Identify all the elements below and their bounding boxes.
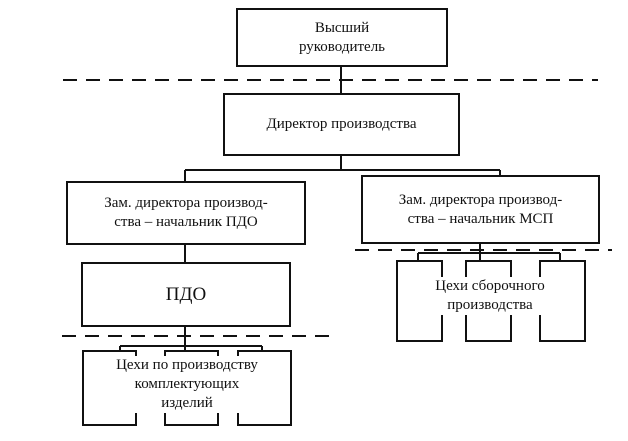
production-director-box: Директор производства (223, 93, 460, 156)
assembly-shops-label: Цехи сборочного производства (410, 277, 570, 315)
top-manager-box: Высший руководитель (236, 8, 448, 67)
deputy-pdo-box: Зам. директора производ- ства – начальни… (66, 181, 306, 245)
deputy-msp-box: Зам. директора производ- ства – начальни… (361, 175, 600, 244)
pdo-box: ПДО (81, 262, 291, 327)
component-shops-label: Цехи по производству комплектующих издел… (92, 356, 282, 413)
